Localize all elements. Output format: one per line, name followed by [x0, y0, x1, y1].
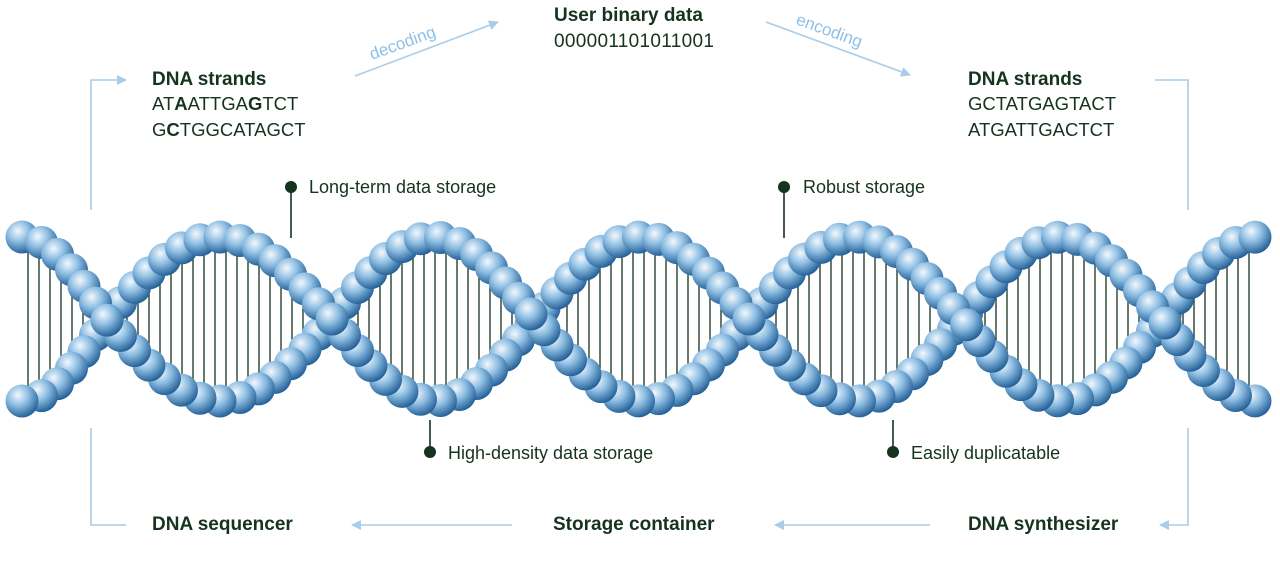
callout-robust: Robust storage	[803, 177, 926, 197]
decoding-arrow	[354, 20, 499, 77]
helix-rungs	[27, 247, 1250, 391]
left-bottom-connector	[90, 428, 126, 526]
helix-bead	[950, 308, 983, 342]
right-down-connector	[1155, 79, 1189, 210]
helix-bead	[1238, 220, 1272, 254]
long-term-dot	[285, 181, 297, 193]
callout-markers	[285, 181, 899, 458]
right-strand-1: GCTATGAGTACT	[968, 93, 1116, 114]
encoding-arrow	[765, 21, 911, 77]
right-strand-2: ATGATTGACTCT	[968, 119, 1115, 140]
duplicatable-dot	[887, 446, 899, 458]
callout-duplicatable: Easily duplicatable	[911, 443, 1061, 463]
binary-data-value: 000001101011001	[554, 31, 715, 52]
high-density-dot	[424, 446, 436, 458]
dna-sequencer-label: DNA sequencer	[152, 514, 293, 535]
helix-bead	[514, 297, 548, 331]
callout-high-density: High-density data storage	[448, 443, 654, 463]
dna-synthesizer-label: DNA synthesizer	[968, 514, 1119, 535]
helix-bead	[90, 303, 124, 337]
right-bottom-arrow	[1159, 428, 1189, 530]
helix-bead	[732, 302, 766, 336]
callout-long-term: Long-term data storage	[309, 177, 497, 197]
binary-data-title: User binary data	[554, 5, 703, 26]
robust-dot	[778, 181, 790, 193]
left-strand-1: ATAATTGAGTCT	[152, 93, 299, 114]
storage-container-label: Storage container	[553, 514, 715, 535]
left-strand-2: GCTGGCATAGCT	[152, 119, 306, 140]
helix-beads	[5, 220, 1272, 418]
left-strands-title: DNA strands	[152, 69, 267, 90]
helix-bead	[5, 384, 39, 418]
flow-arrows	[90, 20, 1189, 530]
helix-bead	[1148, 306, 1182, 340]
right-strands-title: DNA strands	[968, 69, 1083, 90]
helix-bead	[315, 302, 349, 336]
left-up-arrow	[90, 75, 127, 210]
